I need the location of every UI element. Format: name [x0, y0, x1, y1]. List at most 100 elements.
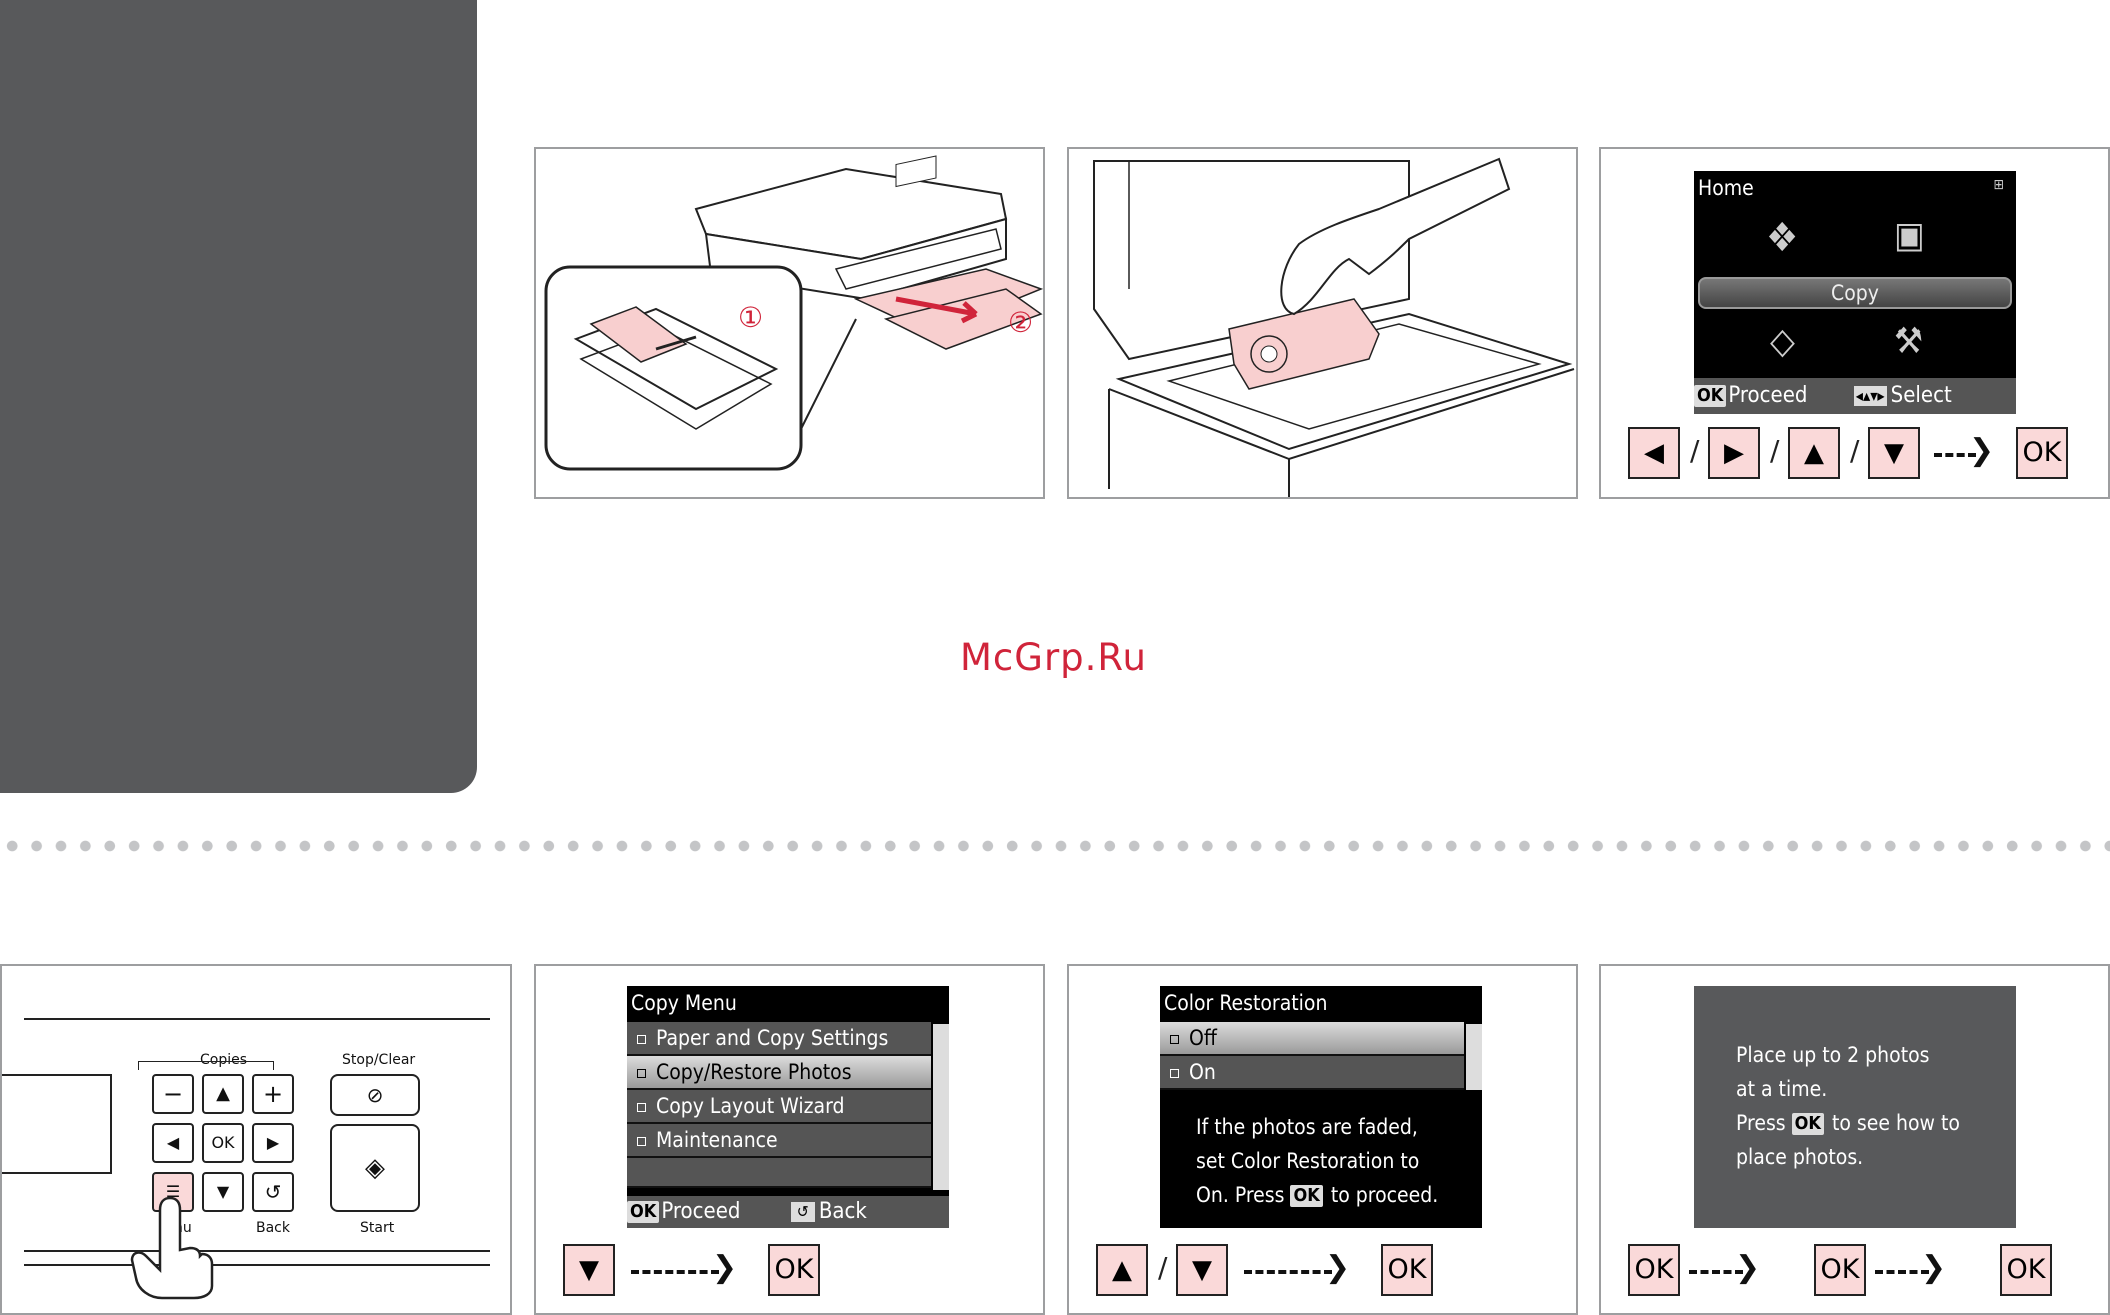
start-label: Start [360, 1220, 395, 1236]
up-key[interactable]: ▲ [1788, 427, 1840, 479]
help-line: set Color Restoration to [1196, 1149, 1420, 1173]
instruction-line: Press OK to see how to [1736, 1106, 1960, 1140]
help-line: On. Press OK to proceed. [1196, 1178, 1438, 1212]
dashed-arrow [1689, 1270, 1743, 1274]
back-button[interactable]: ↺ [252, 1172, 294, 1212]
up-key[interactable]: ▲ [1096, 1244, 1148, 1296]
bullet-icon [637, 1136, 646, 1146]
separator: / [1770, 434, 1780, 467]
step-copy-menu-panel: Copy Menu Paper and Copy Settings Copy/R… [534, 964, 1045, 1315]
menu-item-empty [627, 1158, 931, 1188]
copy-icon: ❖ [1766, 215, 1799, 261]
down-button[interactable]: ▼ [202, 1172, 244, 1212]
menu-item[interactable]: Paper and Copy Settings [627, 1022, 931, 1056]
select-arrows-icon: ◂▴▾▸ [1853, 386, 1887, 406]
option-label: Off [1189, 1026, 1217, 1050]
menu-item-label: Paper and Copy Settings [656, 1026, 889, 1050]
arrow-head-icon: ❯ [1969, 433, 1995, 468]
step-place-photo-panel [1067, 147, 1578, 499]
bullet-icon [1170, 1034, 1179, 1044]
scanner-photo-illustration [1093, 157, 1575, 497]
option-list: Off On [1160, 1022, 1464, 1090]
photo-icon: ▣ [1894, 215, 1925, 256]
scrollbar[interactable] [1466, 1024, 1482, 1090]
dotted-divider [0, 839, 2110, 853]
network-icon: ⊞ [1993, 177, 2004, 193]
bullet-icon [637, 1034, 646, 1044]
ok-key[interactable]: OK [768, 1244, 820, 1296]
right-key[interactable]: ▶ [1708, 427, 1760, 479]
watermark: McGrp.Ru [960, 636, 1147, 679]
back-icon: ↺ [790, 1202, 815, 1222]
screen-title: Home [1698, 176, 1754, 200]
lcd-copy-menu: Copy Menu Paper and Copy Settings Copy/R… [627, 986, 949, 1228]
help-text: to proceed. [1330, 1183, 1439, 1207]
menu-item-selected[interactable]: Copy/Restore Photos [627, 1056, 931, 1090]
instruction-text: to see how to [1831, 1111, 1960, 1135]
option-on[interactable]: On [1160, 1056, 1464, 1090]
stop-clear-label: Stop/Clear [342, 1052, 416, 1068]
option-off[interactable]: Off [1160, 1022, 1464, 1056]
left-key[interactable]: ◀ [1628, 427, 1680, 479]
copies-bracket [138, 1061, 274, 1070]
panel-top-line [24, 1018, 490, 1020]
instruction-line: Place up to 2 photos [1736, 1043, 1930, 1067]
footer-back: Back [818, 1199, 867, 1224]
bullet-icon [637, 1102, 646, 1112]
bullet-icon [1170, 1068, 1179, 1078]
arrow-head-icon: ❯ [1325, 1250, 1351, 1285]
instruction-line: place photos. [1736, 1145, 1864, 1169]
lcd-place-photos: Place up to 2 photos at a time. Press OK… [1694, 986, 2016, 1228]
up-button[interactable]: ▲ [202, 1074, 244, 1114]
menu-item[interactable]: Copy Layout Wizard [627, 1090, 931, 1124]
ok-key[interactable]: OK [2016, 427, 2068, 479]
footer-select: Select [1890, 383, 1952, 408]
step-marker-2: ② [1008, 306, 1034, 339]
ok-button[interactable]: OK [202, 1123, 244, 1163]
dashed-arrow [1244, 1270, 1332, 1274]
step-load-paper-panel: ① ② [534, 147, 1045, 499]
minus-button[interactable]: − [152, 1074, 194, 1114]
step-marker-1: ① [738, 301, 764, 334]
help-text: On. Press [1196, 1183, 1285, 1207]
menu-item[interactable]: Maintenance [627, 1124, 931, 1158]
ok-key[interactable]: OK [1381, 1244, 1433, 1296]
instruction-text: Press [1736, 1111, 1786, 1135]
ok-badge: OK [1694, 385, 1727, 407]
back-label: Back [256, 1220, 290, 1236]
help-message: If the photos are faded, set Color Resto… [1196, 1110, 1438, 1212]
screen-title: Color Restoration [1164, 991, 1328, 1015]
separator: / [1690, 434, 1700, 467]
separator: / [1158, 1251, 1168, 1284]
lcd-color-restoration: Color Restoration Off On If the photos a… [1160, 986, 1482, 1228]
instruction-line: at a time. [1736, 1077, 1828, 1101]
plus-button[interactable]: + [252, 1074, 294, 1114]
copies-label: Copies [200, 1052, 248, 1068]
ok-badge: OK [1290, 1185, 1323, 1207]
ok-key[interactable]: OK [1814, 1244, 1866, 1296]
scan-icon: ◇ [1770, 321, 1795, 362]
right-button[interactable]: ▶ [252, 1123, 294, 1163]
left-button[interactable]: ◀ [152, 1123, 194, 1163]
step-color-restoration-panel: Color Restoration Off On If the photos a… [1067, 964, 1578, 1315]
ok-badge: OK [1791, 1113, 1824, 1135]
menu-selection-bar[interactable]: Copy [1698, 277, 2012, 309]
down-key[interactable]: ▼ [563, 1244, 615, 1296]
stop-clear-button[interactable]: ⊘ [330, 1074, 420, 1116]
footer-proceed: Proceed [1728, 383, 1808, 408]
separator: / [1850, 434, 1860, 467]
instruction-text: Place up to 2 photos at a time. Press OK… [1736, 1038, 1960, 1174]
down-key[interactable]: ▼ [1868, 427, 1920, 479]
scrollbar[interactable] [933, 1024, 949, 1190]
ok-key[interactable]: OK [1628, 1244, 1680, 1296]
bullet-icon [637, 1068, 646, 1078]
menu-item-label: Copy/Restore Photos [656, 1060, 852, 1084]
ok-badge: OK [627, 1201, 660, 1223]
ok-key[interactable]: OK [2000, 1244, 2052, 1296]
setup-icon: ⚒ [1894, 321, 1924, 362]
start-button[interactable]: ◈ [330, 1124, 420, 1212]
menu-item-label: Maintenance [656, 1128, 778, 1152]
down-key[interactable]: ▼ [1176, 1244, 1228, 1296]
